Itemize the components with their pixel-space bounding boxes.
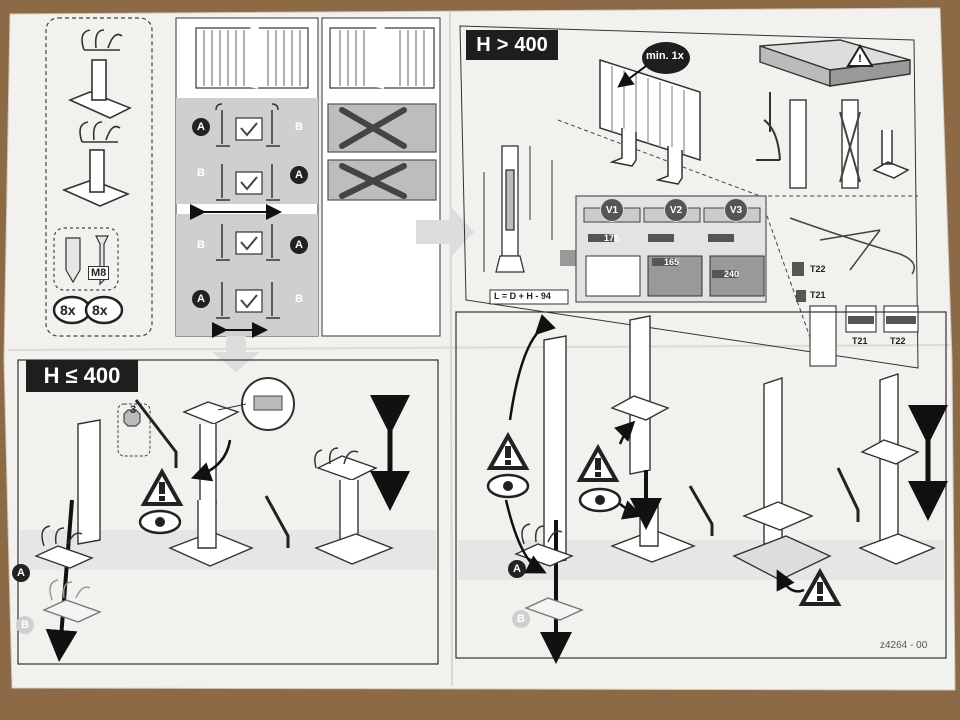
header-h-letter: H: [476, 33, 491, 56]
badge-b: B: [512, 610, 530, 628]
svg-text:!: !: [858, 53, 862, 65]
hex-key-size-label: 3: [130, 404, 137, 416]
v1-dimension: 175: [604, 233, 620, 243]
badge-a: A: [290, 236, 308, 254]
m8-label: M8: [88, 266, 110, 280]
variant-v2: V2: [664, 198, 688, 222]
t22-label-b: T22: [890, 336, 906, 346]
header-value: 400: [514, 33, 548, 56]
t21-label: T21: [810, 290, 826, 300]
variant-v3: V3: [724, 198, 748, 222]
document-code: z4264 - 00: [880, 640, 928, 651]
badge-a: A: [290, 166, 308, 184]
header-rel: ≤: [65, 363, 78, 388]
header-value: 400: [83, 363, 121, 388]
badge-a: A: [192, 118, 210, 136]
min-one-label: min. 1x: [646, 50, 684, 62]
t22-label: T22: [810, 264, 826, 274]
header-h-letter: H: [43, 363, 60, 388]
v2-dimension: 165: [664, 257, 680, 267]
badge-b: B: [290, 118, 308, 136]
badge-a: A: [508, 560, 526, 578]
badge-b: B: [192, 236, 210, 254]
header-h-lessequal-400: H ≤ 400: [26, 360, 138, 392]
bracket-icon-2: [61, 121, 131, 207]
badge-a: A: [12, 564, 30, 582]
v3-dimension: 240: [724, 269, 740, 279]
badge-b: B: [192, 164, 210, 182]
bracket-icon-1: [67, 29, 132, 119]
header-rel: >: [496, 33, 509, 56]
badge-b: B: [290, 290, 308, 308]
t21-label-b: T21: [852, 336, 868, 346]
qty-label-right: 8x: [92, 302, 108, 318]
variant-v1: V1: [600, 198, 624, 222]
header-h-greater-400: H > 400: [466, 30, 558, 60]
badge-b: B: [16, 616, 34, 634]
qty-label-left: 8x: [60, 302, 76, 318]
badge-a: A: [192, 290, 210, 308]
length-formula-label: L = D + H - 94: [494, 291, 551, 301]
